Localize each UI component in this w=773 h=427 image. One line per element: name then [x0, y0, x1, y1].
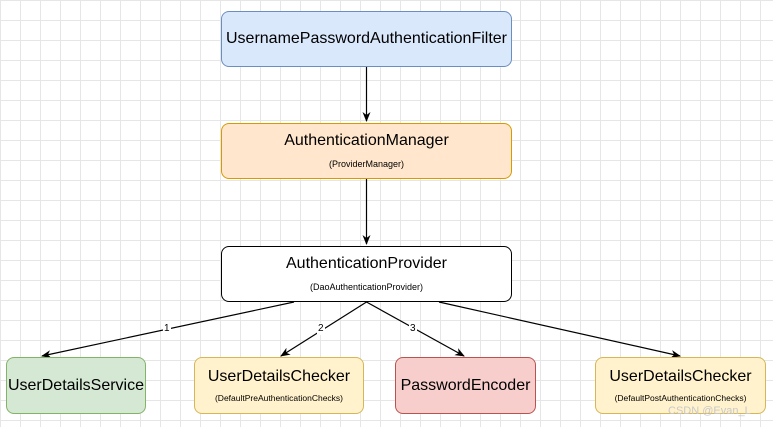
node-subtitle: (DefaultPostAuthenticationChecks)	[614, 392, 747, 403]
node-pre-authentication-checker[interactable]: UserDetailsChecker (DefaultPreAuthentica…	[194, 357, 364, 414]
node-authentication-manager[interactable]: AuthenticationManager (ProviderManager)	[221, 123, 512, 179]
edge-label-1: 1	[163, 323, 171, 335]
node-title: UserDetailsChecker	[609, 367, 752, 385]
node-title: UserDetailsService	[7, 376, 145, 394]
node-title: PasswordEncoder	[400, 376, 531, 394]
node-subtitle: (DefaultPreAuthenticationChecks)	[214, 392, 344, 403]
edge-label-3: 3	[409, 323, 417, 335]
node-post-authentication-checker[interactable]: UserDetailsChecker (DefaultPostAuthentic…	[595, 357, 766, 414]
node-subtitle: (DaoAuthenticationProvider)	[309, 282, 424, 292]
edge-provider-to-post-checker	[438, 301, 681, 358]
node-title: AuthenticationProvider	[286, 255, 447, 272]
node-title: UsernamePasswordAuthenticationFilter	[225, 30, 507, 47]
node-password-encoder[interactable]: PasswordEncoder	[395, 357, 536, 414]
watermark: CSDN @Evan_L	[668, 405, 751, 417]
node-user-details-service[interactable]: UserDetailsService	[6, 357, 146, 414]
node-title: AuthenticationManager	[284, 132, 449, 149]
node-username-password-authentication-filter[interactable]: UsernamePasswordAuthenticationFilter	[221, 11, 512, 67]
node-title: UserDetailsChecker	[207, 367, 351, 385]
node-authentication-provider[interactable]: AuthenticationProvider (DaoAuthenticatio…	[221, 246, 512, 302]
node-subtitle: (ProviderManager)	[328, 159, 405, 169]
edge-label-2: 2	[317, 323, 325, 335]
